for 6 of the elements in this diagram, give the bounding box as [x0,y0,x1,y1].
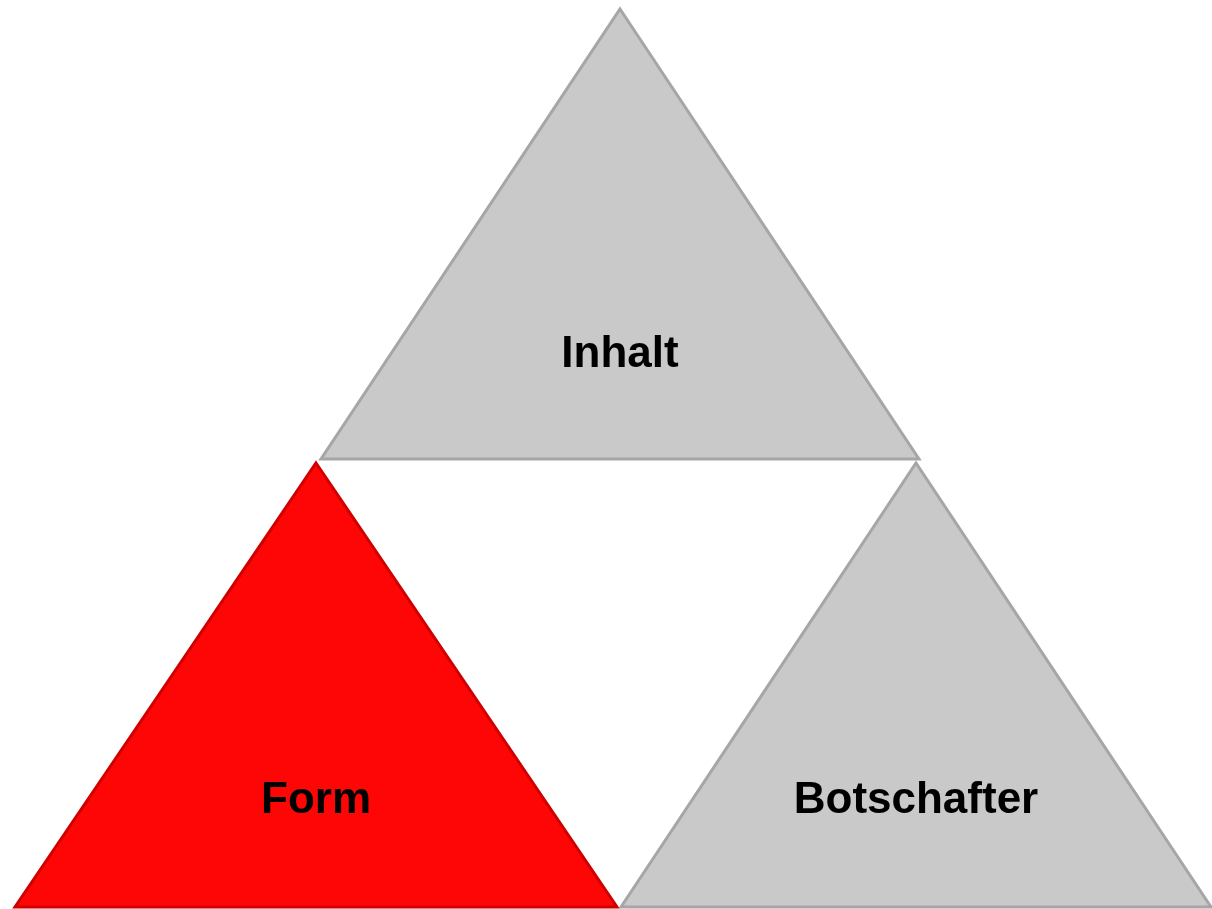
triangle-shape [620,462,1212,908]
triangle-label: Inhalt [561,330,679,374]
triangle-label: Form [261,776,371,820]
triangle-shape [320,8,920,460]
triangle-label: Botschafter [793,776,1039,820]
triangle-shape [14,462,618,908]
